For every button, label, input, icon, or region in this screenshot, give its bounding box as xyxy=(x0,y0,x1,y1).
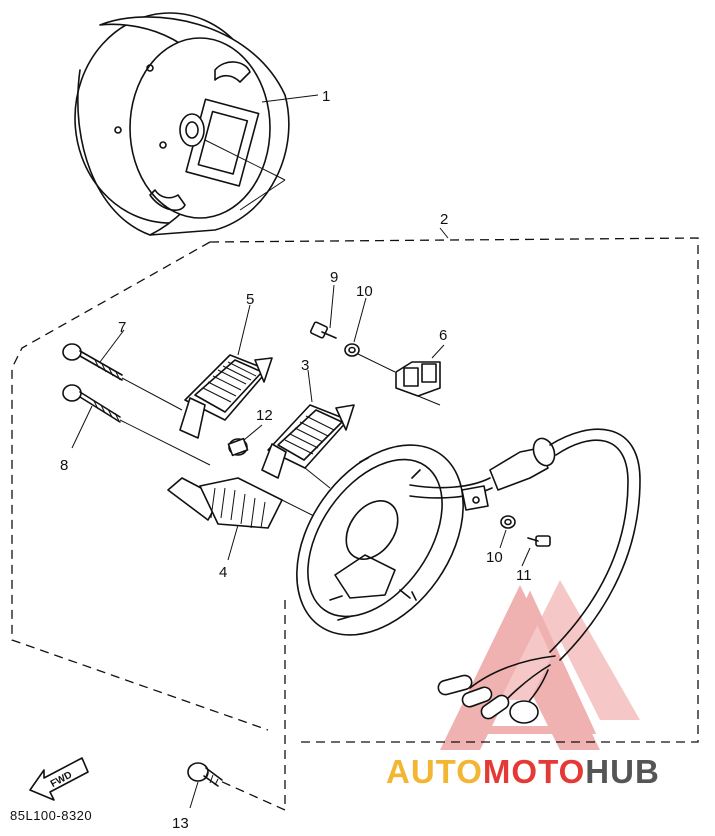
callout-5: 5 xyxy=(246,291,254,308)
wire-harness xyxy=(409,428,641,724)
coil-4 xyxy=(167,477,319,561)
callout-10-top: 10 xyxy=(356,283,373,300)
rotor-flywheel xyxy=(74,12,319,236)
watermark-wordmark: AUTOMOTOHUB xyxy=(386,754,660,790)
forward-arrow-icon: FWD xyxy=(29,757,89,801)
pickup-coil-6 xyxy=(395,344,445,406)
callout-1: 1 xyxy=(322,88,330,105)
wordmark-part-moto: MOTO xyxy=(482,753,586,790)
washer-10-top xyxy=(344,297,396,373)
wordmark-part-auto: AUTO xyxy=(386,753,483,790)
screw-7 xyxy=(62,329,125,381)
callout-3: 3 xyxy=(301,357,309,374)
callout-4: 4 xyxy=(219,564,227,581)
stator-base-plate xyxy=(296,444,464,636)
leader-2 xyxy=(439,227,449,239)
callout-11: 11 xyxy=(516,567,532,584)
callout-2: 2 xyxy=(440,211,448,228)
washer-10-right xyxy=(499,515,516,549)
callout-13: 13 xyxy=(172,815,189,832)
screw-8 xyxy=(62,377,211,466)
watermark-triangle-logo xyxy=(440,580,640,750)
wordmark-part-hub: HUB xyxy=(585,753,660,790)
screw-11 xyxy=(521,535,551,567)
coil-5 xyxy=(179,304,273,439)
callout-7: 7 xyxy=(118,319,126,336)
coil-3 xyxy=(261,369,355,489)
stator-assembly-outline xyxy=(11,237,699,811)
callout-9: 9 xyxy=(330,269,338,286)
bolt-13 xyxy=(187,762,223,809)
callout-8: 8 xyxy=(60,457,68,474)
callout-10-right: 10 xyxy=(486,549,503,566)
drawing-code: 85L100-8320 xyxy=(10,808,92,823)
callout-12: 12 xyxy=(256,407,273,424)
bolt-9 xyxy=(309,284,337,339)
collar-12 xyxy=(227,424,263,457)
callout-6: 6 xyxy=(439,327,447,344)
